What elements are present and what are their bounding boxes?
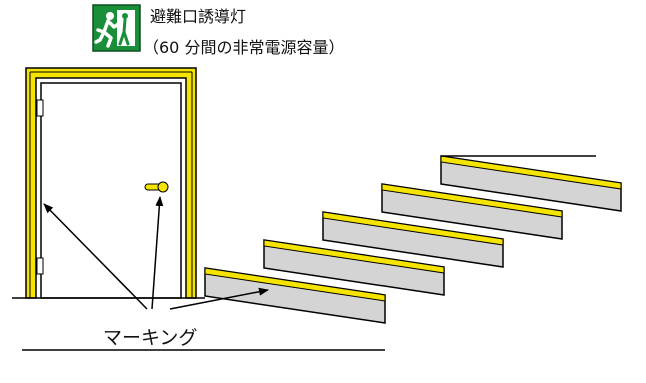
arrow-to-step-marking	[169, 287, 269, 310]
marking-callout-arrows	[43, 196, 269, 310]
stair-nosing-marking	[381, 183, 563, 218]
door-hinge-top	[36, 99, 44, 117]
stair-step	[204, 267, 386, 324]
stair-step	[440, 155, 622, 212]
door	[25, 67, 197, 299]
stair-step	[322, 211, 504, 268]
stair-nosing-marking	[263, 239, 445, 274]
marking-label: マーキング	[103, 327, 197, 349]
door-handle	[144, 181, 169, 193]
stair-nosing-marking	[322, 211, 504, 246]
door-hinge-bottom	[36, 257, 44, 275]
staircase	[204, 155, 622, 324]
arrow-to-door-frame	[43, 203, 148, 310]
emergency-exit-icon	[94, 10, 135, 48]
sign-title: 避難口誘導灯	[150, 7, 246, 26]
sign-subtitle: （60 分間の非常電源容量）	[143, 38, 344, 57]
stair-step	[381, 183, 563, 240]
exit-sign	[92, 4, 141, 52]
arrow-to-door-handle	[151, 196, 164, 310]
stair-nosing-marking	[440, 155, 622, 190]
stair-nosing-marking	[204, 267, 386, 302]
stair-step	[263, 239, 445, 296]
